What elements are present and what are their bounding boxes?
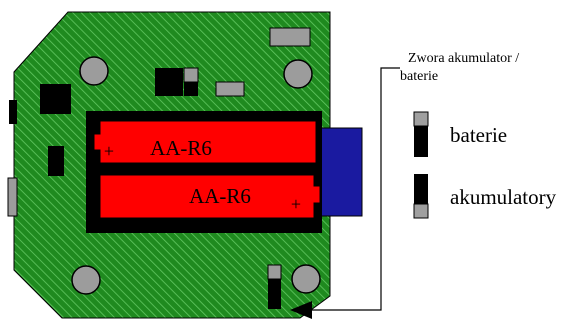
component-top-right-pad [269, 27, 311, 47]
component-small-pad [215, 81, 245, 97]
legend-title-line1: Zwora akumulator / [408, 51, 519, 66]
battery-bottom [99, 174, 321, 219]
mounting-hole-top-right [283, 59, 313, 89]
legend-jumper-akumulatory-black [414, 174, 428, 204]
legend-title-line2: baterie [400, 69, 438, 84]
component-black-small [48, 146, 64, 176]
battery-top-label: AA-R6 [150, 136, 212, 160]
mounting-hole-bottom-right [291, 264, 321, 294]
board-jumper-black [268, 279, 281, 309]
leader-line [298, 67, 400, 311]
battery-bottom-label: AA-R6 [189, 184, 251, 208]
mounting-hole-top-left [79, 56, 109, 86]
legend-label-baterie: baterie [450, 123, 507, 147]
battery-bottom-plus: + [291, 194, 301, 214]
component-black-left [40, 84, 71, 114]
mounting-hole-bottom-left [71, 265, 101, 295]
component-jumper-top-grey [183, 67, 199, 83]
component-jumper-top-black [184, 82, 198, 96]
legend-jumper-baterie-grey [413, 111, 429, 127]
legend-label-akumulatory: akumulatory [450, 185, 557, 209]
component-black-middle [155, 68, 183, 96]
board-jumper-grey [267, 264, 282, 280]
left-side-tab-top [9, 100, 17, 124]
battery-top-plus: + [104, 141, 114, 161]
legend-jumper-baterie-black [414, 126, 428, 157]
legend-jumper-akumulatory-grey [413, 203, 429, 219]
battery-top [93, 120, 317, 164]
left-side-tab-bottom [7, 177, 18, 217]
leader-arrow-head [290, 301, 312, 319]
blue-connector [317, 127, 363, 217]
